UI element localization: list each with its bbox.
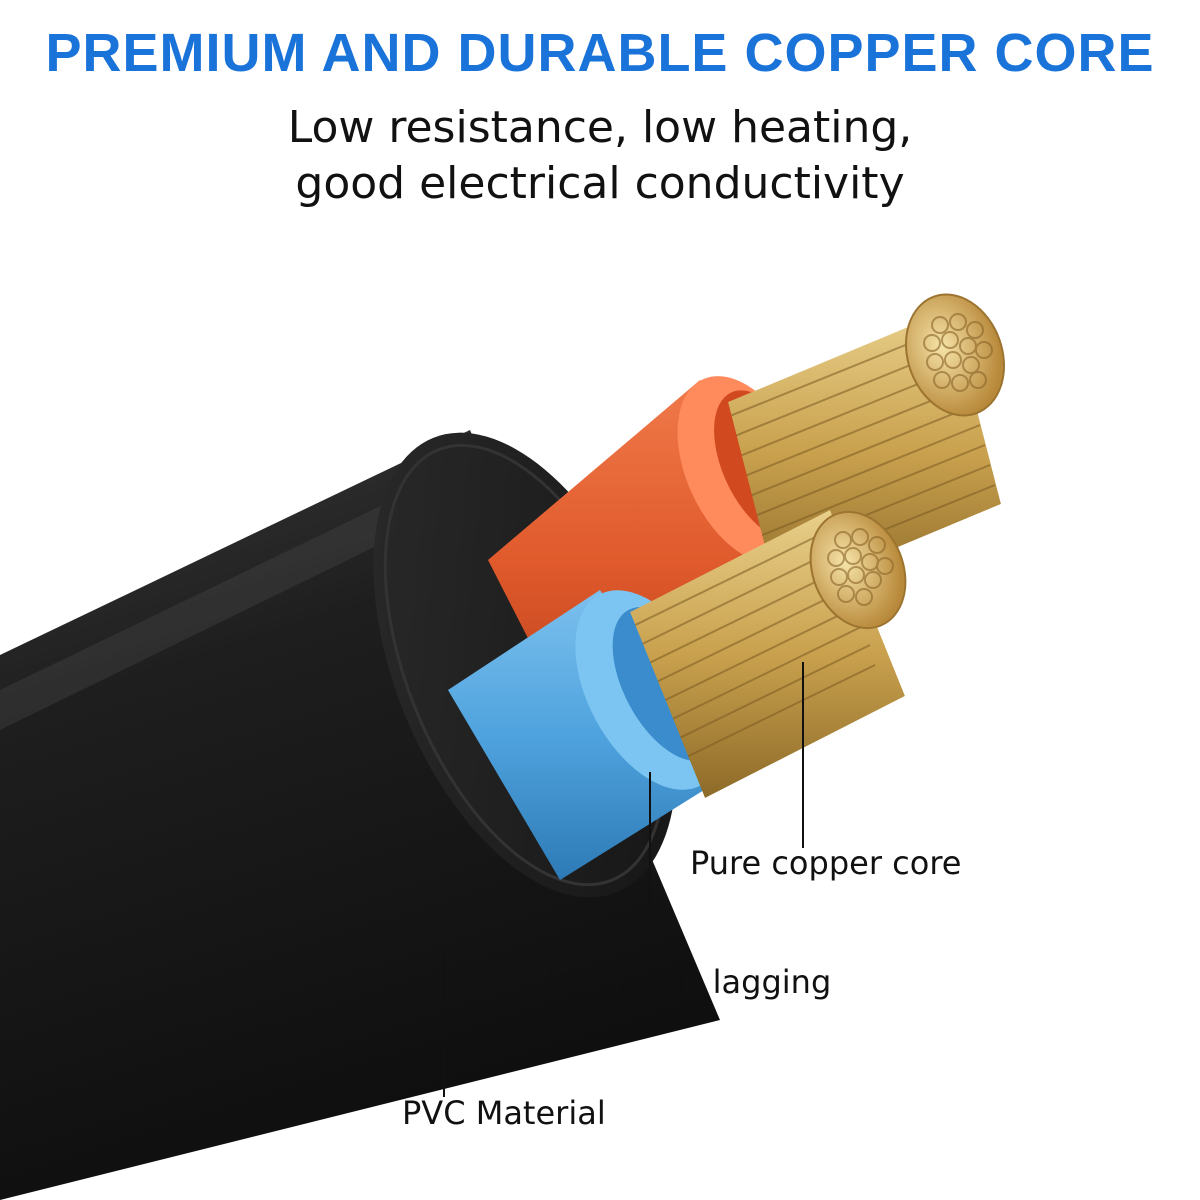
callout-pvc: PVC Material: [402, 1094, 606, 1132]
callout-insulation: Insulation lagging: [546, 963, 832, 1001]
subheadline-line-1: Low resistance, low heating,: [287, 102, 913, 153]
subheadline-line-2: good electrical conductivity: [295, 158, 905, 209]
headline: PREMIUM AND DURABLE COPPER CORE: [45, 23, 1155, 83]
blue-insulation: [448, 590, 720, 880]
callout-copper-core: Pure copper core: [690, 844, 962, 882]
red-strand-end: [905, 293, 1005, 417]
